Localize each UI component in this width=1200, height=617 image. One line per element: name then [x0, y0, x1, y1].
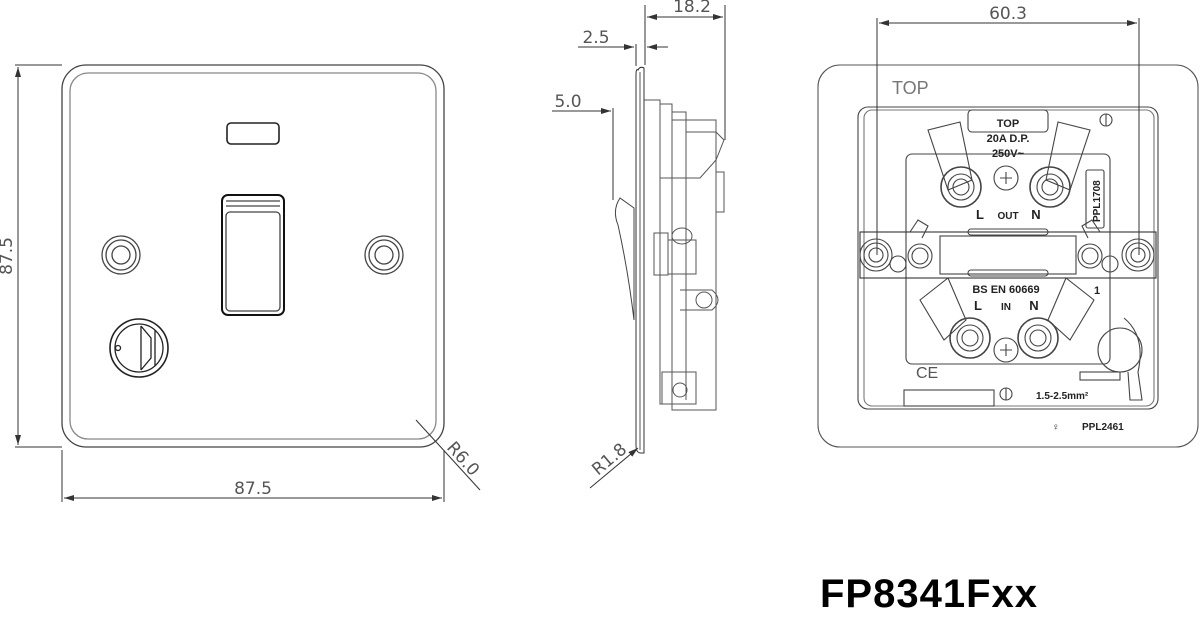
marker-1: 1: [1094, 285, 1100, 297]
ce-mark: CE: [916, 365, 938, 382]
width-dimension: 87.5: [234, 479, 272, 499]
rear-dimensions: [876, 18, 1140, 255]
front-dimensions: [15, 64, 481, 502]
fixing-screw-left: [101, 235, 141, 275]
side-view: [614, 66, 725, 454]
in-label-l: L: [974, 298, 982, 313]
recycle-icon: ♀: [1052, 422, 1060, 433]
inner-top-label: TOP: [997, 118, 1019, 130]
in-label: IN: [1001, 302, 1011, 313]
edge-radius-dimension: R1.8: [588, 440, 631, 480]
model-number: FP8341Fxx: [820, 572, 1039, 616]
part-code-2: PPL2461: [1082, 422, 1124, 433]
switch-protrusion-dimension: 5.0: [554, 92, 581, 112]
plate-thickness-dimension: 2.5: [582, 28, 609, 48]
depth-dimension: 18.2: [673, 0, 711, 17]
cable-size-label: 1.5-2.5mm²: [1036, 391, 1089, 402]
front-view: [61, 64, 445, 448]
out-label: OUT: [997, 211, 1018, 222]
plate-inner-edge: [69, 72, 437, 440]
out-label-n: N: [1031, 207, 1040, 222]
out-label-l: L: [976, 207, 984, 222]
neon-indicator: [226, 122, 280, 145]
rating-line-1: 20A D.P.: [987, 133, 1030, 145]
rocker-switch: [221, 194, 285, 316]
part-code-1: PPL1708: [1092, 180, 1103, 222]
side-dimensions: [552, 5, 726, 489]
fixing-centres-dimension: 60.3: [989, 4, 1027, 24]
height-dimension: 87.5: [0, 237, 17, 275]
standard-label: BS EN 60669: [972, 284, 1039, 296]
top-label: TOP: [892, 78, 929, 98]
fixing-screw-right: [364, 235, 404, 275]
plate-outer-edge: [61, 64, 445, 448]
rear-fixing-right: [1121, 238, 1155, 272]
corner-radius-dimension: R6.0: [442, 438, 483, 480]
in-label-n: N: [1029, 298, 1038, 313]
flex-outlet: [109, 318, 169, 378]
rear-view: [817, 64, 1199, 448]
rating-line-2: 250V~: [992, 148, 1025, 160]
rear-fixing-left: [859, 238, 893, 272]
